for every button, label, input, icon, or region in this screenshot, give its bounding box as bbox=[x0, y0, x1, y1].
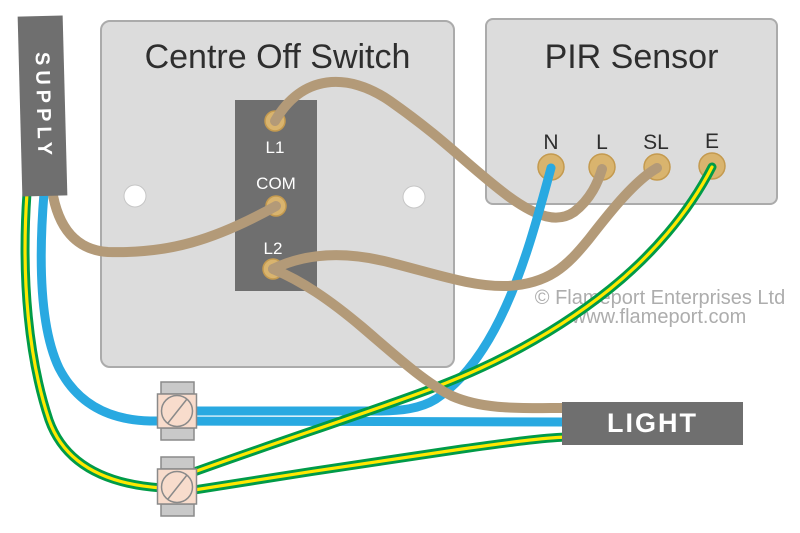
terminal-label-e: E bbox=[704, 130, 720, 153]
watermark-line2: www.flameport.com bbox=[571, 306, 747, 328]
switch-title: Centre Off Switch bbox=[144, 38, 411, 76]
terminal-label-l: L bbox=[596, 131, 608, 154]
terminal-label-com: COM bbox=[256, 174, 296, 193]
connector-screw-icon bbox=[160, 394, 194, 428]
light-label: LIGHT bbox=[607, 408, 698, 438]
connector-cap bbox=[160, 503, 195, 517]
supply-neutral-wire bbox=[36, 192, 567, 427]
connector-cap bbox=[160, 427, 195, 441]
supply-live-to-com-wire bbox=[47, 185, 281, 258]
supply-earth-stripe bbox=[23, 192, 163, 490]
l2-to-pir-sl-wire bbox=[268, 163, 662, 292]
terminal-label-l1: L1 bbox=[265, 138, 285, 157]
earth-connector-block bbox=[156, 456, 198, 517]
terminal-label-sl: SL bbox=[643, 131, 669, 154]
l1-to-pir-l-wire bbox=[270, 77, 607, 223]
pir-e-earth-stripe bbox=[192, 165, 714, 474]
terminal-label-l2: L2 bbox=[263, 239, 283, 258]
l2-to-light-wire bbox=[268, 264, 571, 414]
screw-hole-left bbox=[123, 184, 147, 208]
connector-cap bbox=[160, 381, 195, 395]
light-earth-stripe bbox=[192, 435, 568, 492]
pir-sensor-plate bbox=[485, 18, 778, 205]
terminal-label-n: N bbox=[543, 131, 559, 154]
screw-slot bbox=[167, 398, 188, 424]
supply-label: SUPPLY bbox=[30, 51, 56, 161]
light-cable-label-box: LIGHT bbox=[562, 402, 743, 445]
neutral-connector-block bbox=[156, 381, 198, 441]
connector-cap bbox=[160, 456, 195, 470]
screw-slot bbox=[167, 474, 188, 500]
pir-title: PIR Sensor bbox=[544, 38, 719, 76]
screw-hole-right bbox=[402, 185, 426, 209]
supply-cable-label-box: SUPPLY bbox=[17, 15, 68, 197]
connector-screw-icon bbox=[160, 470, 194, 504]
pir-n-neutral-wire bbox=[183, 163, 556, 416]
